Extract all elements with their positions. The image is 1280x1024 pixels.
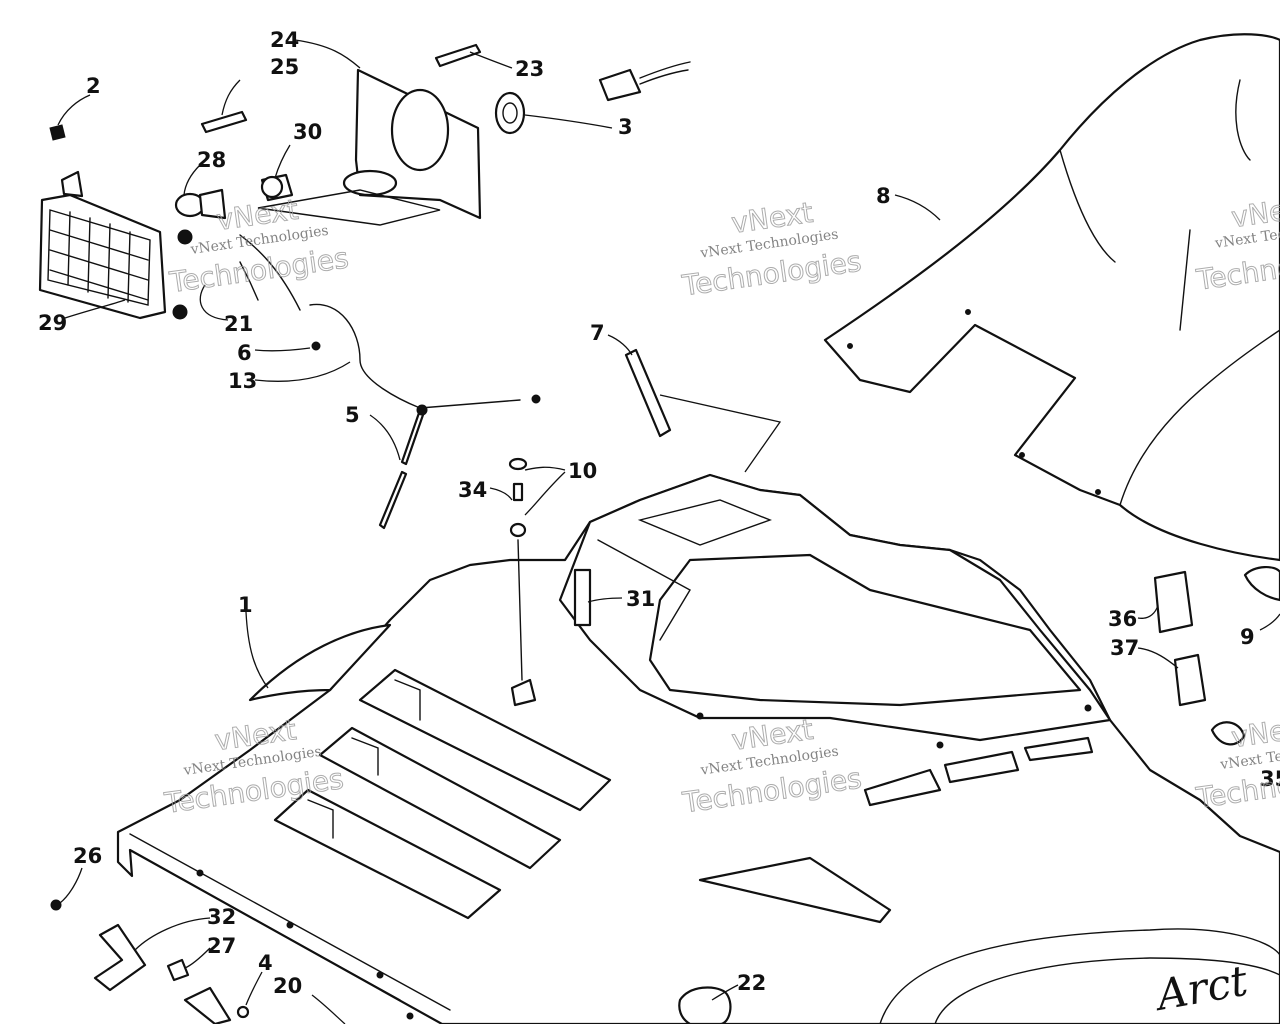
callout-labels: 1 2 3 4 5 6 7 8 9 10 13 20 21 22 23 24 2… <box>38 28 1280 998</box>
callout-32: 32 <box>207 905 236 929</box>
callout-10: 10 <box>568 459 597 483</box>
windshield <box>823 33 1280 562</box>
callout-20: 20 <box>273 974 302 998</box>
decal-37 <box>1173 653 1207 707</box>
callout-34: 34 <box>458 478 487 502</box>
callout-3: 3 <box>618 115 633 139</box>
callout-29: 29 <box>38 311 67 335</box>
decal-36 <box>1153 570 1194 634</box>
callout-30: 30 <box>293 120 322 144</box>
callout-28: 28 <box>197 148 226 172</box>
callout-35: 35 <box>1260 767 1280 791</box>
part-35 <box>1210 721 1246 746</box>
front-hardware <box>50 899 250 1024</box>
callout-36: 36 <box>1108 607 1137 631</box>
part-9 <box>1243 566 1280 602</box>
callout-27: 27 <box>207 934 236 958</box>
callout-25: 25 <box>270 55 299 79</box>
callout-13: 13 <box>228 369 257 393</box>
watermark-2: vNext vNext Technologies Technologies <box>679 195 864 303</box>
callout-7: 7 <box>590 321 605 345</box>
callout-21: 21 <box>224 312 253 336</box>
callout-37: 37 <box>1110 636 1139 660</box>
headlight-assembly <box>38 43 691 530</box>
callout-9: 9 <box>1240 625 1255 649</box>
callout-8: 8 <box>876 184 891 208</box>
callout-26: 26 <box>73 844 102 868</box>
svg-text:vNext: vNext <box>1229 710 1280 754</box>
callout-23: 23 <box>515 57 544 81</box>
hardware-10 <box>508 457 592 707</box>
callout-2: 2 <box>86 74 101 98</box>
hood: Arct <box>116 473 1280 1024</box>
callout-31: 31 <box>626 587 655 611</box>
callout-5: 5 <box>345 403 360 427</box>
callout-1: 1 <box>238 593 253 617</box>
leader-lines <box>57 39 1280 1024</box>
callout-22: 22 <box>737 971 766 995</box>
callout-4: 4 <box>258 951 273 975</box>
callout-24: 24 <box>270 28 299 52</box>
watermark-6: vNext vNext Technologies Technologies <box>1193 710 1280 816</box>
callout-6: 6 <box>237 341 252 365</box>
strip-7 <box>624 348 672 438</box>
